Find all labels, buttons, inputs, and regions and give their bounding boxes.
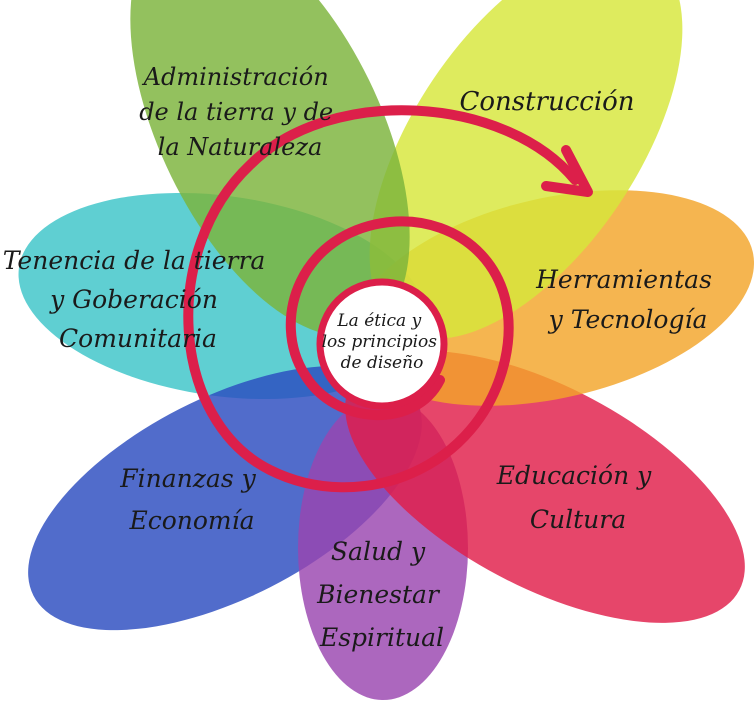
label-construccion: Construcción	[459, 87, 634, 117]
center-circle: La ética y los principios de diseño	[316, 278, 448, 410]
spiral-arrow	[183, 105, 593, 493]
label-administracion-line-1: Administración	[142, 63, 329, 91]
label-salud-line-2: Bienestar	[316, 580, 441, 609]
label-herramientas-line-2: y Tecnología	[548, 305, 708, 334]
label-tenencia-line-1: Tenencia de la tierra	[3, 246, 266, 275]
petal-administracion	[130, 0, 410, 336]
label-finanzas: Finanzas y Economía	[119, 464, 263, 535]
label-construccion-line-1: Construcción	[459, 87, 634, 117]
label-tenencia-line-2: y Goberación	[49, 285, 218, 314]
label-administracion-line-2: de la tierra y de	[139, 98, 333, 126]
label-herramientas: Herramientas y Tecnología	[535, 265, 720, 334]
label-administracion-line-3: la Naturaleza	[158, 133, 323, 161]
label-salud-line-3: Espiritual	[319, 623, 444, 652]
center-circle-fill	[316, 278, 448, 410]
label-educacion: Educación y Cultura	[496, 461, 659, 534]
center-line-2: los principios	[322, 332, 438, 352]
label-educacion-line-1: Educación y	[496, 461, 652, 490]
spiral-path	[183, 105, 580, 493]
label-finanzas-line-2: Economía	[128, 506, 254, 535]
label-educacion-line-2: Cultura	[530, 505, 626, 534]
center-title: La ética y los principios de diseño	[322, 311, 443, 373]
label-salud: Salud y Bienestar Espiritual	[316, 537, 447, 652]
label-tenencia-line-3: Comunitaria	[59, 324, 217, 353]
petal-labels: Administración de la tierra y de la Natu…	[3, 63, 720, 652]
label-salud-line-1: Salud y	[331, 537, 426, 566]
petal-educacion	[345, 351, 745, 623]
spiral-arrowhead	[541, 145, 593, 197]
center-line-3: de diseño	[341, 353, 424, 373]
label-finanzas-line-1: Finanzas y	[119, 464, 256, 493]
label-herramientas-line-1: Herramientas	[535, 265, 712, 294]
center-line-1: La ética y	[336, 311, 421, 331]
petal-finanzas	[28, 365, 422, 631]
label-administracion: Administración de la tierra y de la Natu…	[139, 63, 341, 161]
label-tenencia: Tenencia de la tierra y Goberación Comun…	[3, 246, 274, 353]
